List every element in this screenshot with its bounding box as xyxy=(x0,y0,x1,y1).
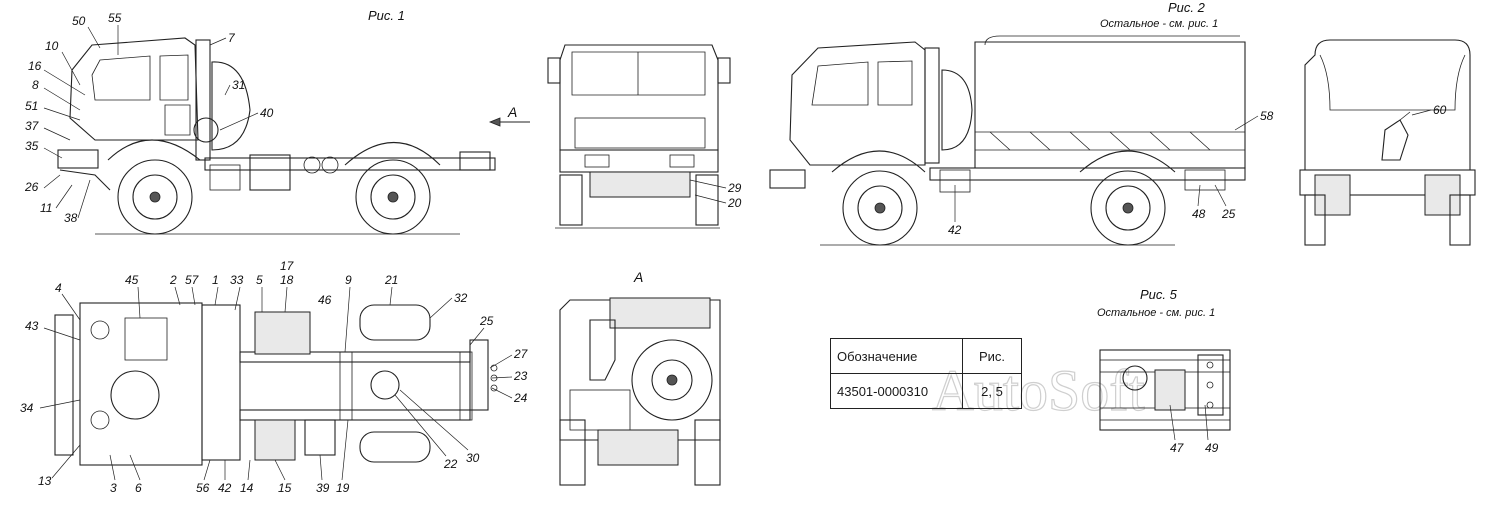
table-cell-designation: 43501-0000310 xyxy=(830,373,963,409)
fig2-side-view: Рис. 2 Остальное - см. рис. 1 58 42 48 xyxy=(769,0,1274,246)
callout-58: 58 xyxy=(1260,109,1274,123)
callout-38: 38 xyxy=(64,211,78,225)
callout-57: 57 xyxy=(185,273,200,287)
fig5-note: Остальное - см. рис. 1 xyxy=(1097,307,1215,319)
fig1-top-callouts: 4 45 2 57 1 33 5 18 17 9 21 32 46 25 27 … xyxy=(20,259,529,495)
callout-50: 50 xyxy=(72,14,86,28)
callout-5: 5 xyxy=(256,273,263,287)
fig2-rear-view: 60 xyxy=(1299,39,1476,246)
callout-43: 43 xyxy=(25,319,39,333)
callout-7: 7 xyxy=(228,31,236,45)
callout-42-fig2: 42 xyxy=(948,223,962,237)
callout-4: 4 xyxy=(55,281,62,295)
callout-30: 30 xyxy=(466,451,480,465)
fig5-title: Рис. 5 xyxy=(1140,287,1178,302)
callout-47: 47 xyxy=(1170,441,1185,455)
callout-17: 17 xyxy=(280,259,295,273)
callout-37: 37 xyxy=(25,119,40,133)
callout-26: 26 xyxy=(24,180,39,194)
table-header-figure: Рис. xyxy=(962,338,1022,374)
fig1-title: Рис. 1 xyxy=(368,8,405,23)
callout-19: 19 xyxy=(336,481,350,495)
callout-16: 16 xyxy=(28,59,42,73)
view-a-title: A xyxy=(633,269,643,285)
callout-29: 29 xyxy=(727,181,742,195)
callout-13: 13 xyxy=(38,474,52,488)
callout-20: 20 xyxy=(727,196,742,210)
callout-33: 33 xyxy=(230,273,244,287)
callout-22: 22 xyxy=(443,457,458,471)
fig1-top-view xyxy=(54,302,498,466)
designation-table: Обозначение Рис. 43501-0000310 2, 5 xyxy=(830,338,1022,409)
callout-15: 15 xyxy=(278,481,292,495)
callout-6: 6 xyxy=(135,481,142,495)
callout-27: 27 xyxy=(513,347,529,361)
callout-56: 56 xyxy=(196,481,210,495)
view-a: A xyxy=(559,269,721,486)
callout-46: 46 xyxy=(318,293,332,307)
callout-25-fig2: 25 xyxy=(1221,207,1236,221)
callout-18: 18 xyxy=(280,273,294,287)
callout-60: 60 xyxy=(1433,103,1447,117)
callout-32: 32 xyxy=(454,291,468,305)
callout-31: 31 xyxy=(232,78,245,92)
callout-34: 34 xyxy=(20,401,34,415)
callout-42: 42 xyxy=(218,481,232,495)
callout-48: 48 xyxy=(1192,207,1206,221)
callout-21: 21 xyxy=(384,273,398,287)
fig1-front-view: 29 20 xyxy=(547,44,742,229)
view-a-arrow-label: A xyxy=(507,104,517,120)
callout-39: 39 xyxy=(316,481,330,495)
callout-49: 49 xyxy=(1205,441,1219,455)
table-cell-figure: 2, 5 xyxy=(962,373,1022,409)
callout-55: 55 xyxy=(108,11,122,25)
callout-40: 40 xyxy=(260,106,274,120)
fig5: Рис. 5 Остальное - см. рис. 1 47 49 xyxy=(1097,287,1231,455)
callout-45: 45 xyxy=(125,273,139,287)
callout-35: 35 xyxy=(25,139,39,153)
callout-25: 25 xyxy=(479,314,494,328)
callout-14: 14 xyxy=(240,481,254,495)
callout-11: 11 xyxy=(40,201,52,215)
table-header-row: Обозначение Рис. xyxy=(830,338,1022,374)
table-row: 43501-0000310 2, 5 xyxy=(830,373,1022,409)
fig2-note: Остальное - см. рис. 1 xyxy=(1100,18,1218,30)
callout-10: 10 xyxy=(45,39,59,53)
callout-51: 51 xyxy=(25,99,38,113)
callout-2: 2 xyxy=(169,273,177,287)
fig2-title: Рис. 2 xyxy=(1168,0,1206,15)
table-header-designation: Обозначение xyxy=(830,338,963,374)
callout-9: 9 xyxy=(345,273,352,287)
callout-3: 3 xyxy=(110,481,117,495)
callout-1: 1 xyxy=(212,273,219,287)
callout-8: 8 xyxy=(32,78,39,92)
callout-24: 24 xyxy=(513,391,528,405)
callout-23: 23 xyxy=(513,369,528,383)
fig1-side-view: Рис. 1 A xyxy=(24,8,530,235)
